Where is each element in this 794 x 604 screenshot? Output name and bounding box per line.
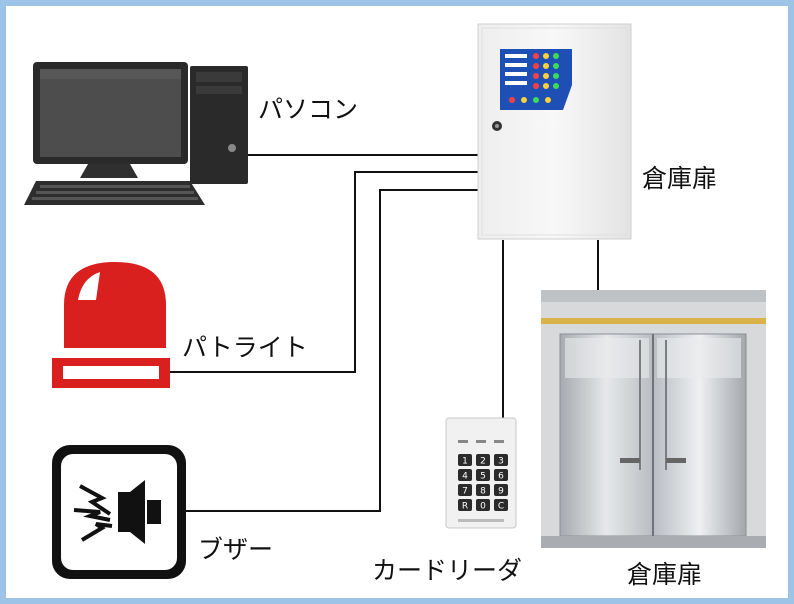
svg-text:2: 2: [480, 457, 486, 467]
keypad-key: 4: [458, 469, 472, 482]
svg-text:9: 9: [498, 487, 504, 497]
warehouse-door-icon: [541, 290, 766, 548]
keypad-key: 6: [494, 469, 508, 482]
keypad-grid: 1 2 3 4 5 6 7 8 9R 0 C: [458, 454, 508, 512]
wire-buzzer-to-controller: [186, 189, 478, 512]
indicator-lamps: [509, 53, 559, 103]
warning-beacon-icon: [52, 262, 170, 388]
svg-text:7: 7: [462, 487, 468, 497]
card-reader-keypad-icon: 1 2 3 4 5 6 7 8 9R 0 C: [445, 417, 517, 529]
keypad-key: 2: [476, 454, 490, 467]
label-pc: パソコン: [258, 95, 359, 124]
keypad-key: 5: [476, 469, 490, 482]
keypad-key: 0: [476, 499, 490, 512]
label-buzzer: ブザー: [198, 535, 274, 564]
svg-text:8: 8: [480, 487, 486, 497]
svg-text:4: 4: [462, 472, 468, 482]
keypad-key: 7: [458, 484, 472, 497]
label-patlite: パトライト: [182, 333, 308, 362]
svg-text:1: 1: [462, 457, 468, 467]
buzzer-icon: [52, 445, 186, 579]
svg-text:6: 6: [498, 472, 504, 482]
label-controller: 倉庫扉: [642, 164, 718, 193]
control-panel-icon: [477, 23, 632, 240]
svg-text:5: 5: [480, 472, 486, 482]
keypad-key: R: [458, 499, 472, 512]
keyboard-keys: [32, 185, 198, 200]
desktop-computer-icon: [24, 62, 248, 205]
svg-text:0: 0: [480, 502, 486, 512]
svg-text:C: C: [498, 502, 504, 512]
label-card-reader: カードリーダ: [372, 556, 523, 585]
svg-text:3: 3: [498, 457, 504, 467]
keypad-key: 9: [494, 484, 508, 497]
svg-text:R: R: [462, 502, 468, 512]
keypad-key: 1: [458, 454, 472, 467]
label-door: 倉庫扉: [627, 560, 703, 589]
keypad-key: 3: [494, 454, 508, 467]
wire-patlite-to-controller: [170, 171, 478, 373]
connection-wires: [170, 154, 599, 512]
keypad-key: 8: [476, 484, 490, 497]
keypad-key: C: [494, 499, 508, 512]
